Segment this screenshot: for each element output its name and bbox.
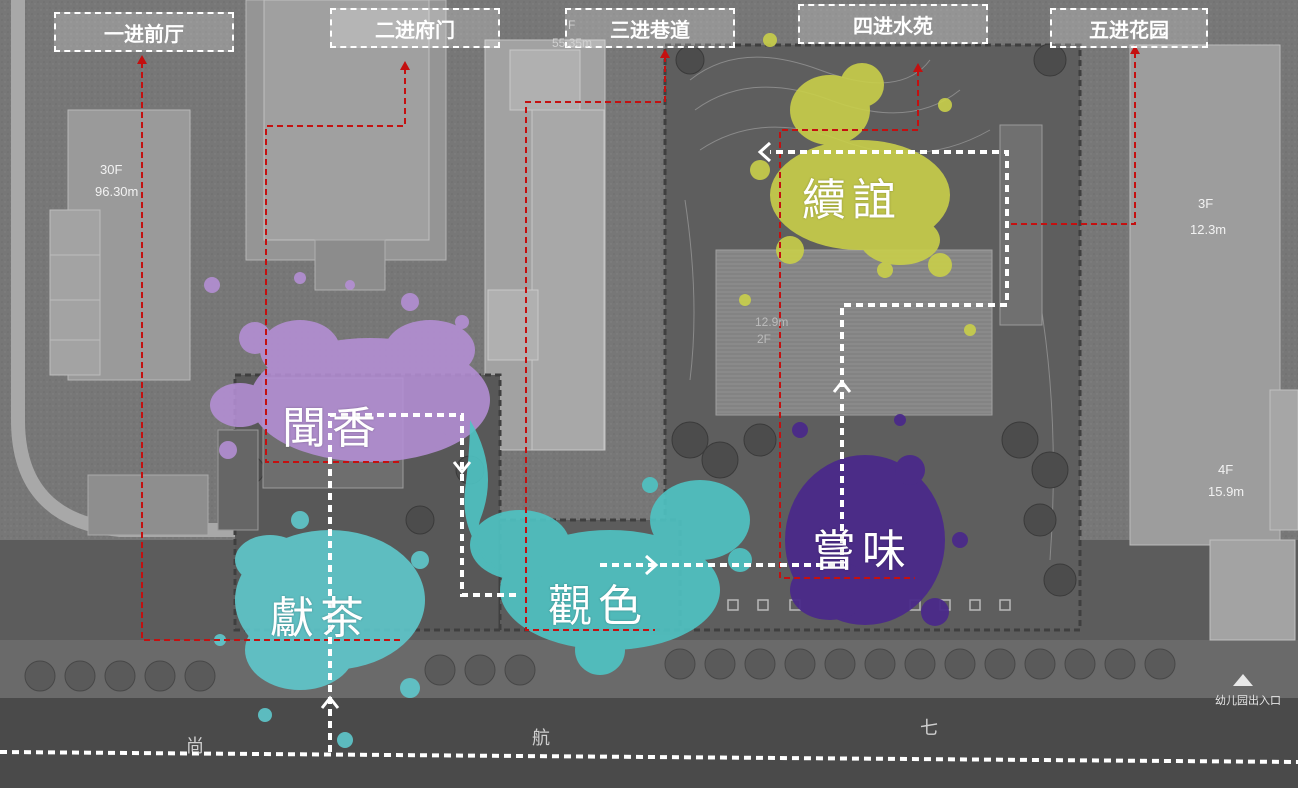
experience-label-tea: 獻茶	[270, 593, 370, 644]
splash-purple	[204, 272, 490, 462]
splash-teal-color	[464, 420, 752, 675]
pavilion-height: 12.9m	[755, 315, 789, 329]
building-3f-height: 12.3m	[1190, 222, 1227, 237]
pavilion-floors: 2F	[757, 332, 772, 346]
building-3f-floors: 3F	[1198, 196, 1214, 211]
gate-house	[87, 474, 209, 536]
guide-stage-4	[779, 70, 919, 579]
entrance-label: 幼儿园出入口	[1215, 695, 1281, 707]
splash-dark-purple	[785, 414, 968, 626]
building-4f-floors: 4F	[1218, 462, 1234, 477]
stage-label-1: 一进前厅	[54, 12, 234, 52]
building-4f	[1209, 539, 1296, 641]
experience-label-incense: 聞香	[282, 403, 382, 454]
road-char-3: 七	[920, 718, 938, 739]
site-trees	[235, 43, 1077, 597]
building-30f-wing	[49, 209, 101, 376]
partial-floors: F	[568, 18, 576, 32]
building-30f-floors: 30F	[100, 162, 123, 177]
road	[0, 698, 1298, 788]
stage-label-3: 三进巷道	[565, 8, 735, 48]
guide-stage-3	[525, 56, 666, 631]
visit-route	[0, 150, 1298, 764]
partial-height: 55.35m	[552, 36, 593, 50]
tree-row	[24, 648, 1176, 692]
splash-teal-tea	[214, 511, 429, 748]
road-char-1: 尚	[186, 736, 204, 757]
stage-guide-lines	[141, 52, 1136, 641]
guide-arrowheads	[137, 45, 1140, 72]
stage-label-4: 四进水苑	[798, 4, 988, 44]
stage-label-2: 二进府门	[330, 8, 500, 48]
central-pavilion-roof	[715, 249, 993, 416]
splash-yellow	[739, 33, 976, 336]
entrance-marker	[1233, 674, 1253, 686]
road-char-2: 航	[532, 728, 550, 749]
experience-label-taste: 嘗味	[812, 526, 912, 577]
experience-label-color: 觀色	[548, 581, 648, 632]
guide-stage-1	[141, 62, 400, 641]
route-arrows	[320, 141, 852, 709]
guide-stage-5	[1005, 52, 1136, 225]
building-30f-height: 96.30m	[95, 184, 139, 199]
building-3f	[1129, 44, 1281, 546]
building-4f-height: 15.9m	[1208, 484, 1245, 499]
stage-label-5: 五进花园	[1050, 8, 1208, 48]
experience-label-friendship: 續誼	[802, 175, 902, 226]
